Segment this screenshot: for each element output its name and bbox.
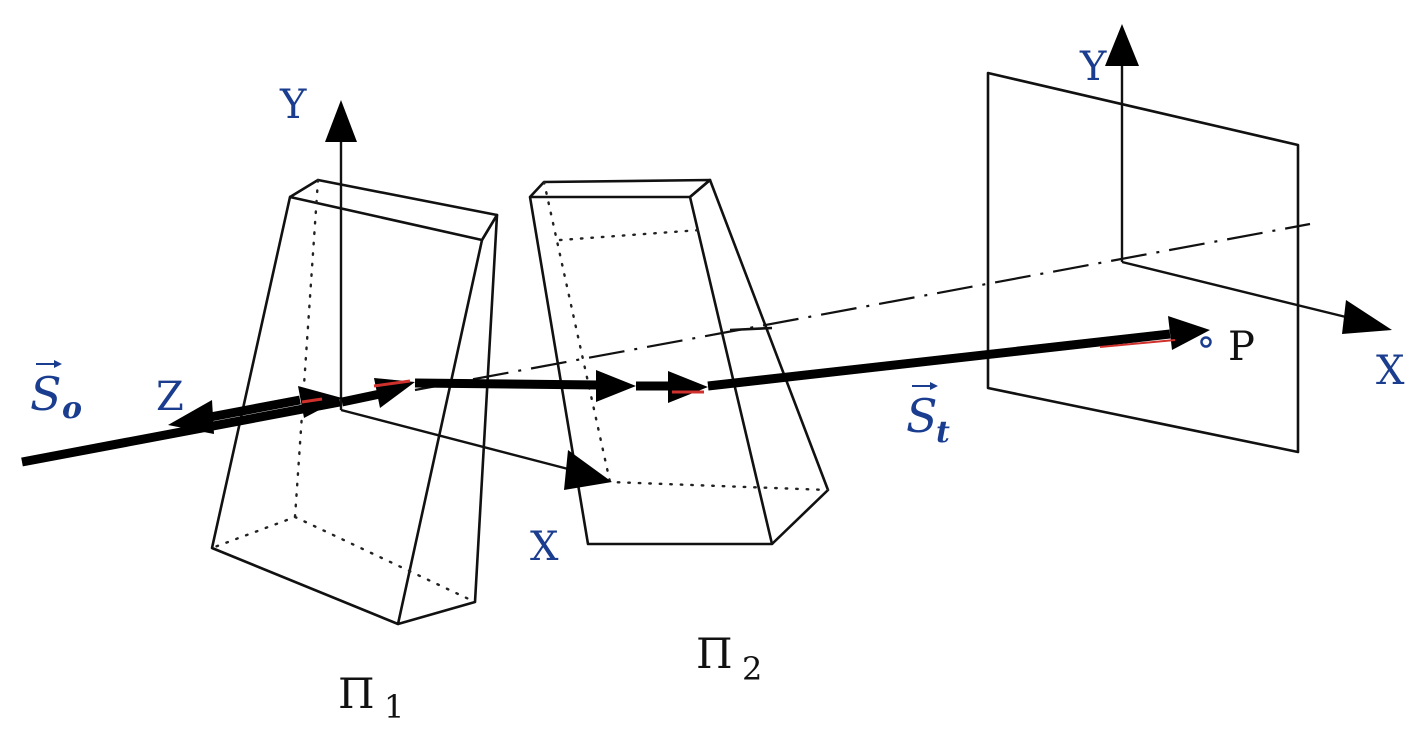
inner-beam-1: [341, 389, 381, 407]
prism-2-top-edges: [529, 178, 712, 198]
reflected-beam-arrowhead: [168, 400, 214, 434]
prism-1-name-label: Π: [338, 669, 375, 718]
screen-x-axis: [1121, 260, 1351, 320]
prism-1-side-face: [397, 213, 499, 626]
prism-1-y-arrowhead: [325, 100, 357, 142]
prism-1-hidden-base: [293, 515, 477, 604]
prism-2-name-label: Π: [696, 629, 733, 678]
beam-accent-4: [1099, 339, 1176, 348]
screen-axes: [1105, 24, 1392, 334]
inner-beam-2-arrowhead: [668, 371, 708, 403]
gap-beam: [414, 378, 601, 390]
light-beam: [21, 316, 1210, 467]
screen-plane: [986, 71, 1300, 454]
beam-accent-1: [301, 397, 323, 404]
transmitted-beam-arrowhead: [1168, 316, 1210, 350]
screen-y-label: Y: [1079, 44, 1107, 90]
prism-1-top-edges: [289, 178, 499, 241]
prism-1-x-axis: [340, 408, 573, 472]
screen-x-label: X: [1376, 348, 1405, 394]
input-vector-label: S: [30, 367, 62, 421]
screen-outline: [986, 71, 1300, 454]
screen-y-arrowhead: [1105, 24, 1139, 66]
input-vector-arrow-tip: [54, 360, 62, 368]
prism-2-index-label: 2: [742, 650, 762, 688]
beam-accent-2: [373, 379, 411, 388]
point-p-marker: [1200, 336, 1212, 348]
incident-beam-arrowhead: [298, 386, 342, 418]
transmitted-beam: [707, 329, 1171, 391]
prism-2: [528, 178, 830, 546]
incident-beam: [21, 397, 341, 467]
input-vector-subscript: o: [62, 391, 82, 426]
labels: S o Z Y X Y X P S t Π 1 Π 2: [30, 44, 1405, 726]
output-vector-subscript: t: [936, 415, 950, 450]
prism-2-hidden-edges: [542, 180, 830, 492]
prism-1-hidden-edges: [210, 178, 320, 550]
prism-1-index-label: 1: [384, 688, 404, 726]
prism-1-y-label: Y: [279, 82, 307, 128]
point-p-label: P: [1228, 324, 1255, 370]
reflected-beam: [204, 395, 301, 423]
prism-1-axes: [325, 100, 612, 490]
prism-1-z-label: Z: [156, 374, 184, 420]
prism-1: [210, 178, 499, 626]
prism-2-hidden-top: [558, 228, 702, 242]
gap-beam-arrowhead: [596, 370, 636, 402]
optical-axis-line: [414, 222, 1311, 392]
screen-x-arrowhead: [1342, 300, 1392, 334]
prism-2-side-face: [689, 178, 830, 545]
prism-1-x-arrowhead: [564, 450, 612, 490]
output-vector-label: S: [906, 389, 938, 443]
output-vector-arrow-tip: [930, 382, 938, 390]
prism-1-x-label: X: [530, 524, 559, 570]
prism-2-axis-tick: [729, 326, 773, 332]
